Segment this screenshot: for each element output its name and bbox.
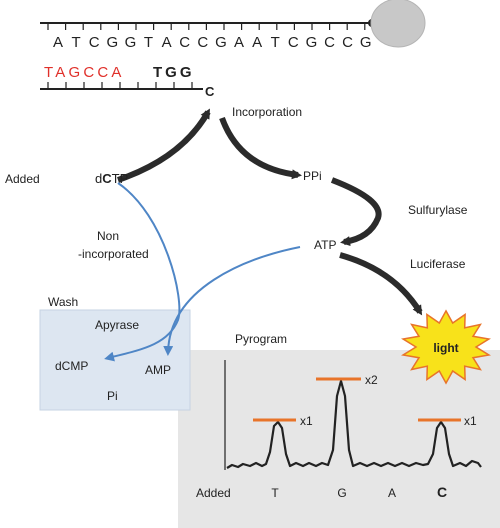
dcmp-label: dCMP — [55, 359, 88, 373]
amp-label: AMP — [145, 363, 171, 377]
template-base: T — [144, 34, 153, 51]
non-incorporated-label-line2: -incorporated — [78, 247, 149, 261]
pyrogram-title: Pyrogram — [235, 332, 287, 346]
template-base: G — [125, 34, 137, 51]
dctp-label: dCTP — [95, 171, 128, 186]
pyrogram-panel — [178, 350, 500, 528]
incoming-base: C — [205, 84, 215, 99]
dispensation-a: A — [388, 486, 396, 500]
primer-red-bases: TAGCCA — [44, 64, 125, 81]
dispensation-t: T — [271, 486, 279, 500]
template-base: A — [53, 34, 63, 51]
pyrogram-plot: x1 x2 x1 Added T G A C — [196, 360, 482, 500]
luciferase-arrow — [339, 252, 423, 316]
added-label: Added — [5, 172, 40, 186]
ppi-arrow — [219, 116, 302, 180]
template-base: C — [179, 34, 190, 51]
non-incorporated-label-line1: Non — [97, 229, 119, 243]
primer-black-bases: TGG — [153, 64, 195, 81]
template-base: G — [306, 34, 318, 51]
atp-to-amp-arrow — [163, 246, 301, 356]
template-base: T — [72, 34, 81, 51]
light-burst-icon: light — [401, 309, 491, 385]
sulfurylase-arrow — [330, 177, 382, 247]
peak-multiplier-t: x1 — [300, 414, 313, 428]
template-base: G — [360, 34, 372, 51]
template-base: C — [342, 34, 353, 51]
peak-multiplier-g: x2 — [365, 373, 378, 387]
pi-label: Pi — [107, 389, 118, 403]
atp-label: ATP — [314, 238, 336, 252]
incorporation-label: Incorporation — [232, 105, 302, 119]
template-base: C — [89, 34, 100, 51]
template-base: C — [197, 34, 208, 51]
bead — [370, 0, 426, 48]
template-base: A — [234, 34, 244, 51]
template-base: A — [162, 34, 172, 51]
apyrase-label: Apyrase — [95, 318, 139, 332]
template-base: G — [215, 34, 227, 51]
template-base: C — [324, 34, 335, 51]
non-incorporated-arrow — [104, 182, 181, 362]
primer-strand: TAGCCA TGG C — [40, 64, 215, 99]
luciferase-label: Luciferase — [410, 257, 466, 271]
wash-label: Wash — [48, 295, 78, 309]
template-base: G — [106, 34, 118, 51]
light-label: light — [433, 341, 458, 355]
peak-multiplier-c: x1 — [464, 414, 477, 428]
template-base: T — [271, 34, 280, 51]
template-base: C — [288, 34, 299, 51]
incorporation-arrow — [117, 108, 211, 183]
ppi-label: PPi — [303, 169, 322, 183]
dispensation-g: G — [337, 486, 346, 500]
template-base: A — [252, 34, 262, 51]
dispensation-c: C — [437, 484, 447, 500]
pyrogram-added-label: Added — [196, 486, 231, 500]
sulfurylase-label: Sulfurylase — [408, 203, 468, 217]
pyrogram-trace — [226, 379, 482, 469]
